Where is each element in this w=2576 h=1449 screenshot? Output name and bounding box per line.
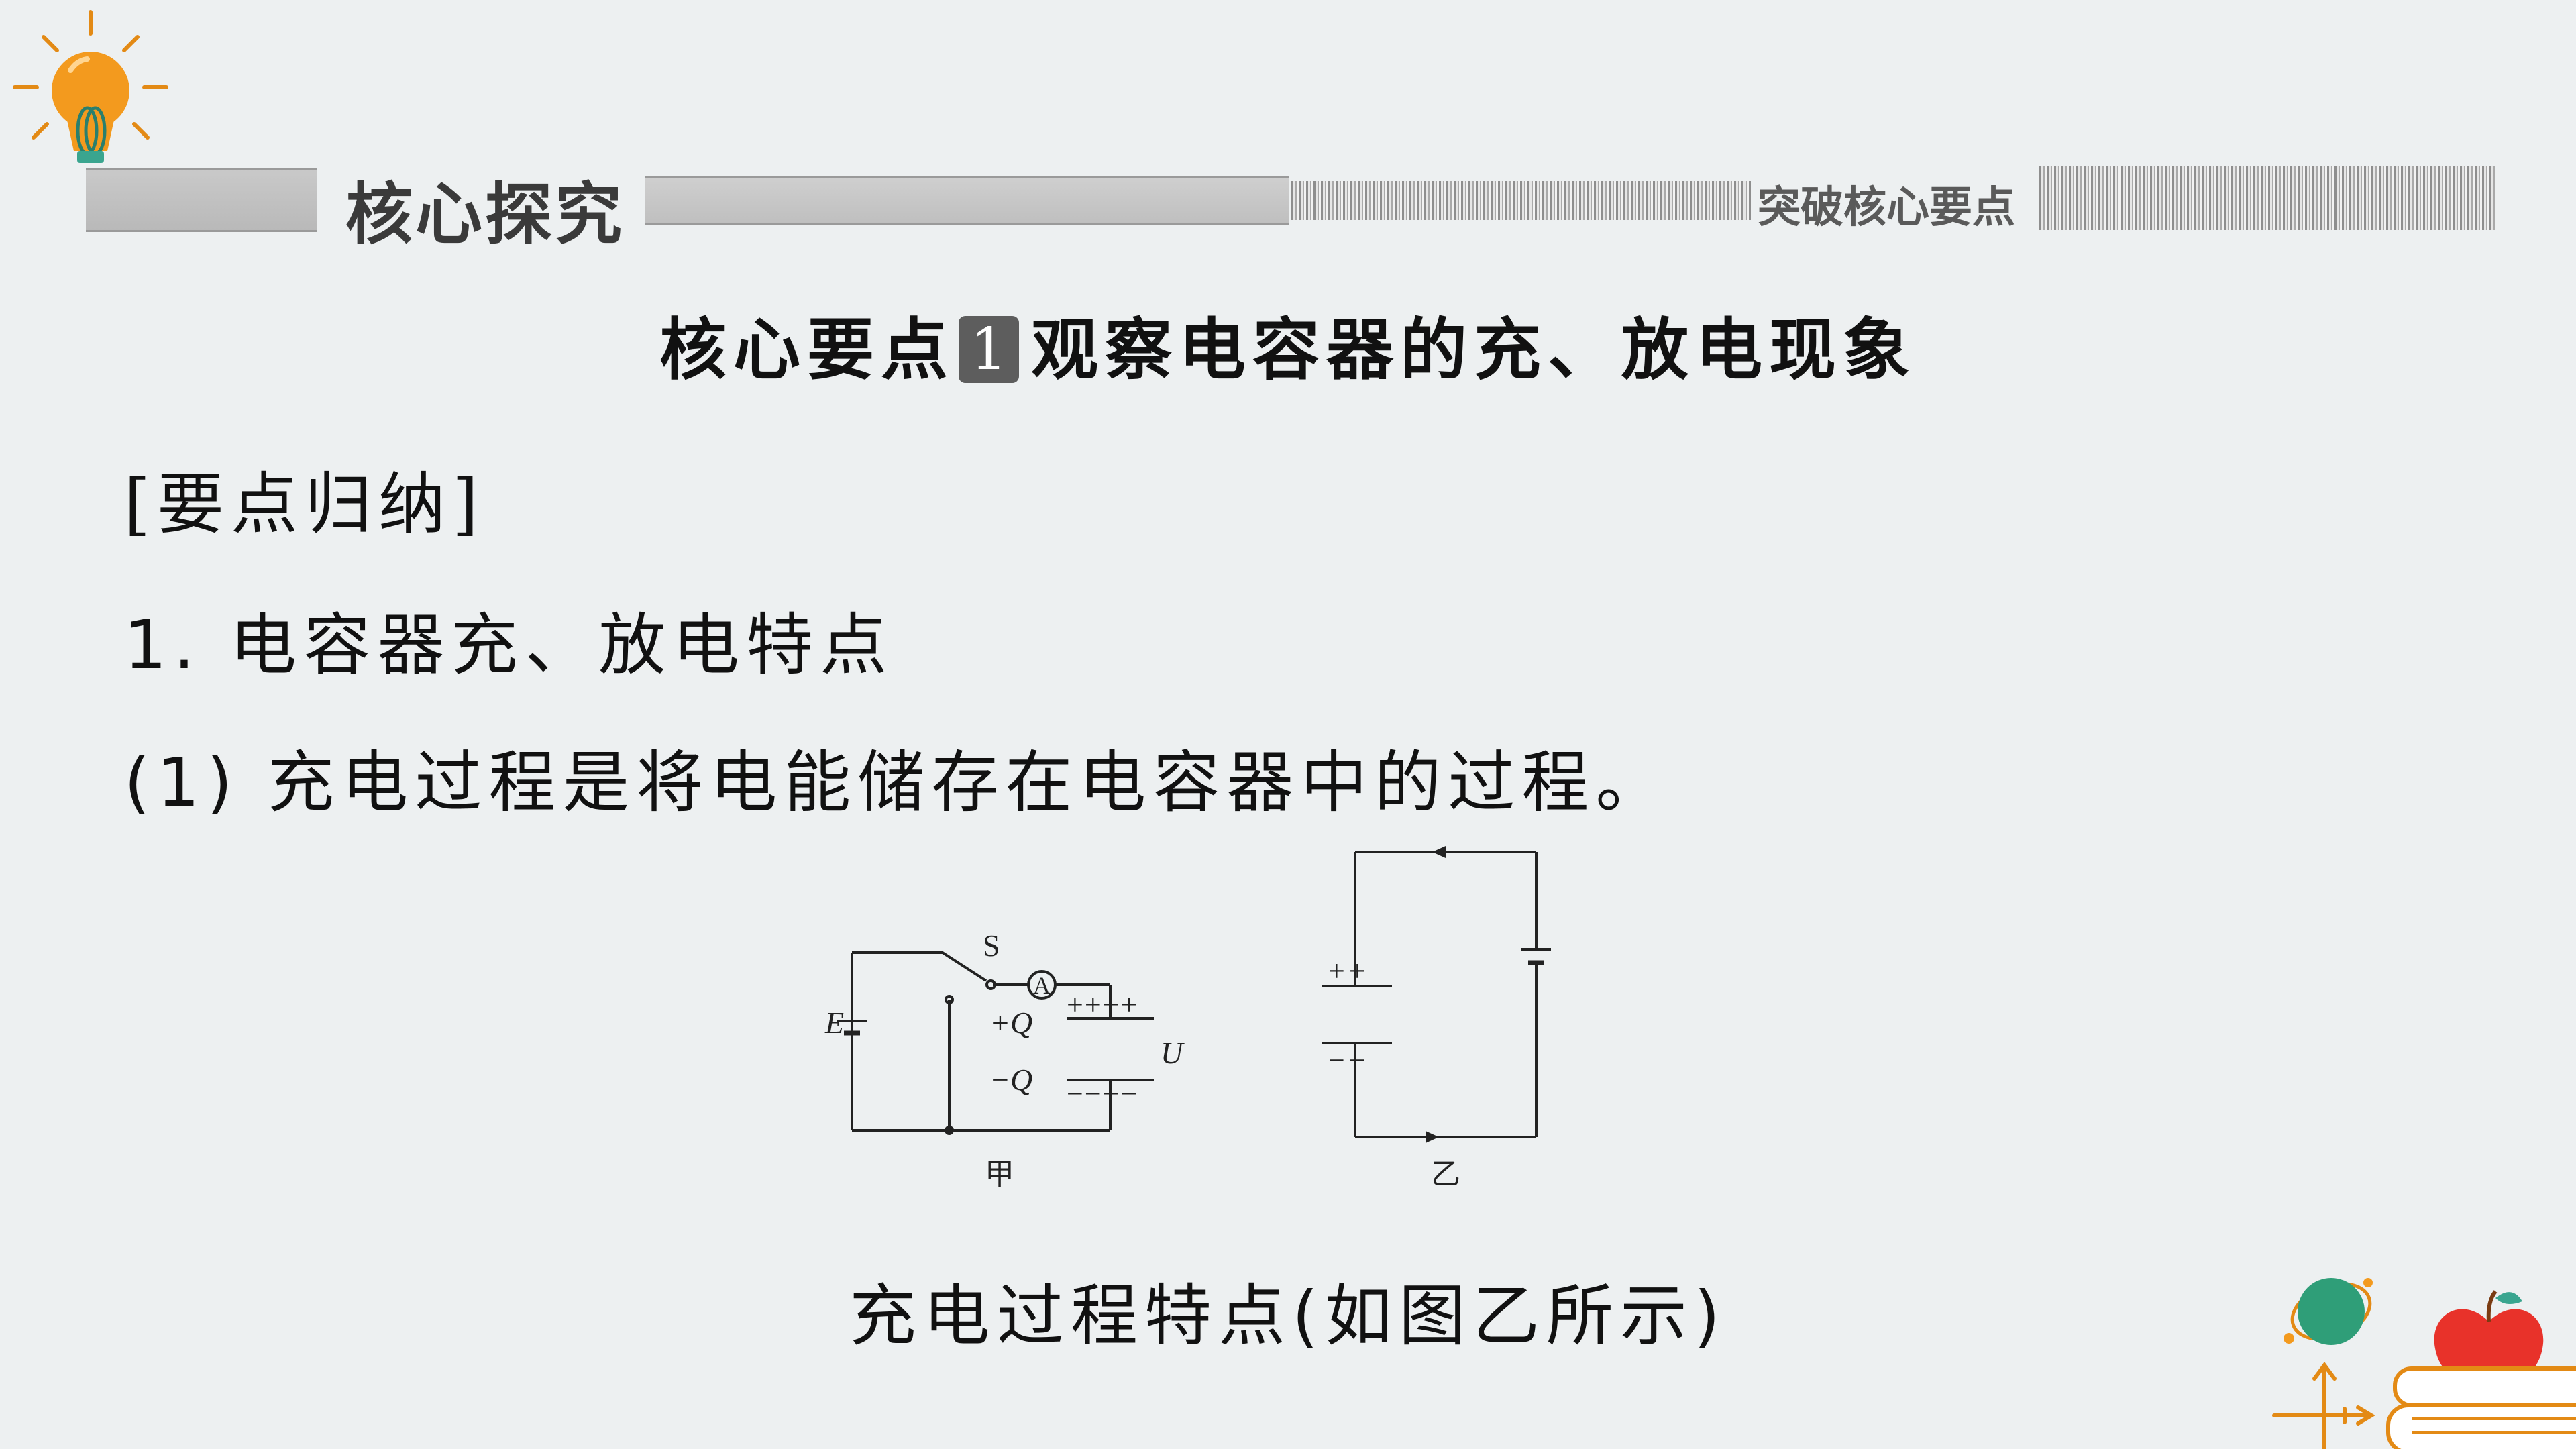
right-plus-signs: ++ (1328, 955, 1370, 987)
label-S: S (983, 928, 1000, 963)
right-minus-signs: −− (1328, 1044, 1370, 1077)
heading-prefix: 核心要点 (659, 310, 955, 389)
lightbulb-icon (13, 10, 168, 163)
figure-caption: 充电过程特点(如图乙所示) (849, 1277, 1727, 1355)
section-label: [要点归纳] (124, 465, 486, 543)
circuit-figure: E S A +Q −Q ++++ −−−− U 甲 ++ −− 乙 (824, 846, 1551, 1191)
header-band-stripes-left (1291, 181, 1751, 220)
section-header-title: 核心探究 (345, 175, 625, 254)
ammeter-circle (1027, 970, 1057, 1000)
label-minus-q: −Q (989, 1063, 1032, 1097)
junction-dot (945, 1126, 954, 1135)
heading-number-badge: 1 (959, 316, 1019, 383)
header-band-stripes-right (2039, 166, 2496, 230)
figure-left-caption: 甲 (985, 1158, 1014, 1191)
current-arrow-top-icon (1432, 846, 1446, 858)
item-1-heading: 1. 电容器充、放电特点 (124, 606, 894, 684)
switch-contact (985, 979, 996, 990)
label-E: E (824, 1006, 844, 1040)
label-plus-signs: ++++ (1067, 988, 1138, 1021)
switch-blade (941, 951, 987, 982)
switch-pivot (945, 995, 954, 1004)
header-band-middle (645, 176, 1289, 225)
figure-right-caption: 乙 (1431, 1158, 1460, 1191)
current-arrow-bottom-icon (1426, 1131, 1439, 1143)
item-1-1-text: (1) 充电过程是将电能储存在电容器中的过程。 (124, 743, 1670, 822)
books-planet-apple-icon (2272, 1278, 2576, 1449)
label-minus-signs: −−−− (1067, 1077, 1138, 1110)
heading-text: 观察电容器的充、放电现象 (1031, 310, 1917, 389)
label-plus-q: +Q (989, 1006, 1032, 1040)
label-A: A (1033, 972, 1051, 999)
header-band-left (86, 168, 317, 232)
label-U: U (1161, 1036, 1185, 1070)
section-header-subtitle: 突破核心要点 (1758, 183, 2015, 233)
